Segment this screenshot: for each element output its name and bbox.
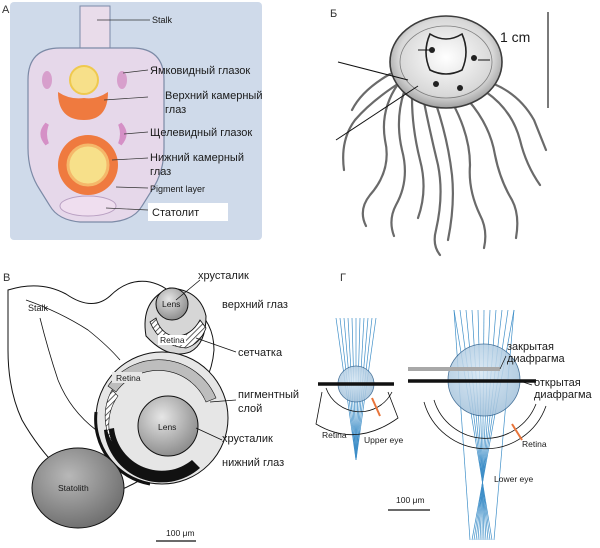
upper-eye-retina-mark xyxy=(371,397,381,417)
v-label-retina-lower: Retina xyxy=(116,373,141,383)
upper-lens xyxy=(155,287,189,321)
v-label-stalk: Stalk xyxy=(28,303,49,313)
v-label-pigment-2: слой xyxy=(238,403,262,415)
lower-eye-inner-arc xyxy=(433,399,537,439)
upper-retina-label-bg xyxy=(158,335,186,345)
label-stalk: Stalk xyxy=(152,15,173,25)
slit-eye-left xyxy=(40,122,49,146)
v-label-lower-eye: нижний глаз xyxy=(222,457,284,469)
label-pigment: Pigment layer xyxy=(150,184,205,194)
lower-eye-outer-arc xyxy=(423,401,547,450)
label-upper-eye-1: Верхний камерный xyxy=(165,90,262,102)
v-label-lens-bottom: хрусталик xyxy=(222,433,273,445)
v-label-upper-eye: верхний глаз xyxy=(222,299,288,311)
lower-retina-label-bg xyxy=(112,372,142,383)
v-label-lens-top: хрусталик xyxy=(198,270,249,282)
label-upper-eye-2: глаз xyxy=(165,104,186,116)
rhopalium-dot-2 xyxy=(471,55,477,61)
v-label-statolith: Statolith xyxy=(58,483,89,493)
g-label-closed-2: диафрагма xyxy=(507,353,566,365)
v-label-lens-lower: Lens xyxy=(158,422,176,432)
label-lower-eye-2: глаз xyxy=(150,166,171,178)
g-label-open-1: открытая xyxy=(534,377,581,389)
panel-b-letter: Б xyxy=(330,8,337,20)
upper-eye-lens xyxy=(69,65,99,95)
v-label-lens-upper: Lens xyxy=(162,299,180,309)
panel-g-letter: Г xyxy=(340,272,346,284)
lower-lens xyxy=(137,395,199,457)
slit-eye-right xyxy=(118,122,127,146)
lower-retina-hatch xyxy=(104,389,119,447)
g-scale-label: 100 μm xyxy=(396,495,425,505)
upper-eye-retina-shell xyxy=(315,391,399,435)
jellyfish-bell xyxy=(389,15,503,109)
v-label-retina: сетчатка xyxy=(238,347,283,359)
g-label-retina-right: Retina xyxy=(522,439,547,449)
pit-eye-right xyxy=(117,71,127,89)
lower-eye-retina-mark xyxy=(511,423,523,441)
panel-a: А Stalk Ямковидный глазок Ве xyxy=(2,2,262,240)
statolith-label-box xyxy=(148,203,228,221)
g-label-upper-eye: Upper eye xyxy=(364,435,403,445)
statolith-v xyxy=(31,447,125,529)
v-label-retina-upper: Retina xyxy=(160,335,185,345)
inner-contour-1 xyxy=(25,299,121,361)
pit-eye-left xyxy=(42,71,52,89)
rhopalium-dot-4 xyxy=(457,85,463,91)
g-label-retina-left: Retina xyxy=(322,430,347,440)
scale-label-b: 1 cm xyxy=(500,29,530,45)
rhopalium-dot-3 xyxy=(433,81,439,87)
upper-camera-eye xyxy=(58,92,108,120)
tentacles xyxy=(342,72,548,257)
panel-b: Б 1 cm xyxy=(330,8,549,257)
statolith-shape xyxy=(59,195,117,217)
panel-g: Г Retina Upper eye xyxy=(315,272,593,541)
panel-a-leaders xyxy=(97,19,150,211)
panel-a-letter: А xyxy=(2,4,10,16)
g-label-lower-eye: Lower eye xyxy=(494,474,533,484)
bell-manubrium xyxy=(425,32,467,75)
panel-g-leaders xyxy=(499,355,533,386)
lower-eye-top-band xyxy=(107,359,217,403)
panel-v-letter: В xyxy=(3,272,10,284)
bell-inner-rim xyxy=(399,25,493,99)
panel-b-arrows xyxy=(335,49,490,141)
label-lower-eye-1: Нижний камерный xyxy=(150,152,244,164)
label-pit-eye: Ямковидный глазок xyxy=(150,65,250,77)
label-statolith: Статолит xyxy=(152,207,199,219)
upper-eye-cup-g xyxy=(325,387,393,413)
panel-v: В Stalk Lens Retina Retina Lens Statolit… xyxy=(3,270,299,542)
pigment-layer-lower xyxy=(104,428,200,483)
g-label-closed-1: закрытая xyxy=(507,341,554,353)
label-slit-eye: Щелевидный глазок xyxy=(150,127,252,139)
inner-contour-2 xyxy=(39,317,97,431)
g-label-open-2: диафрагма xyxy=(534,389,593,401)
v-scale-label: 100 μm xyxy=(166,528,195,538)
rhopalium-dot-1 xyxy=(429,47,435,53)
v-label-pigment-1: пигментный xyxy=(238,389,299,401)
lower-eye-lens xyxy=(66,143,110,187)
panel-v-leaders xyxy=(175,279,237,441)
